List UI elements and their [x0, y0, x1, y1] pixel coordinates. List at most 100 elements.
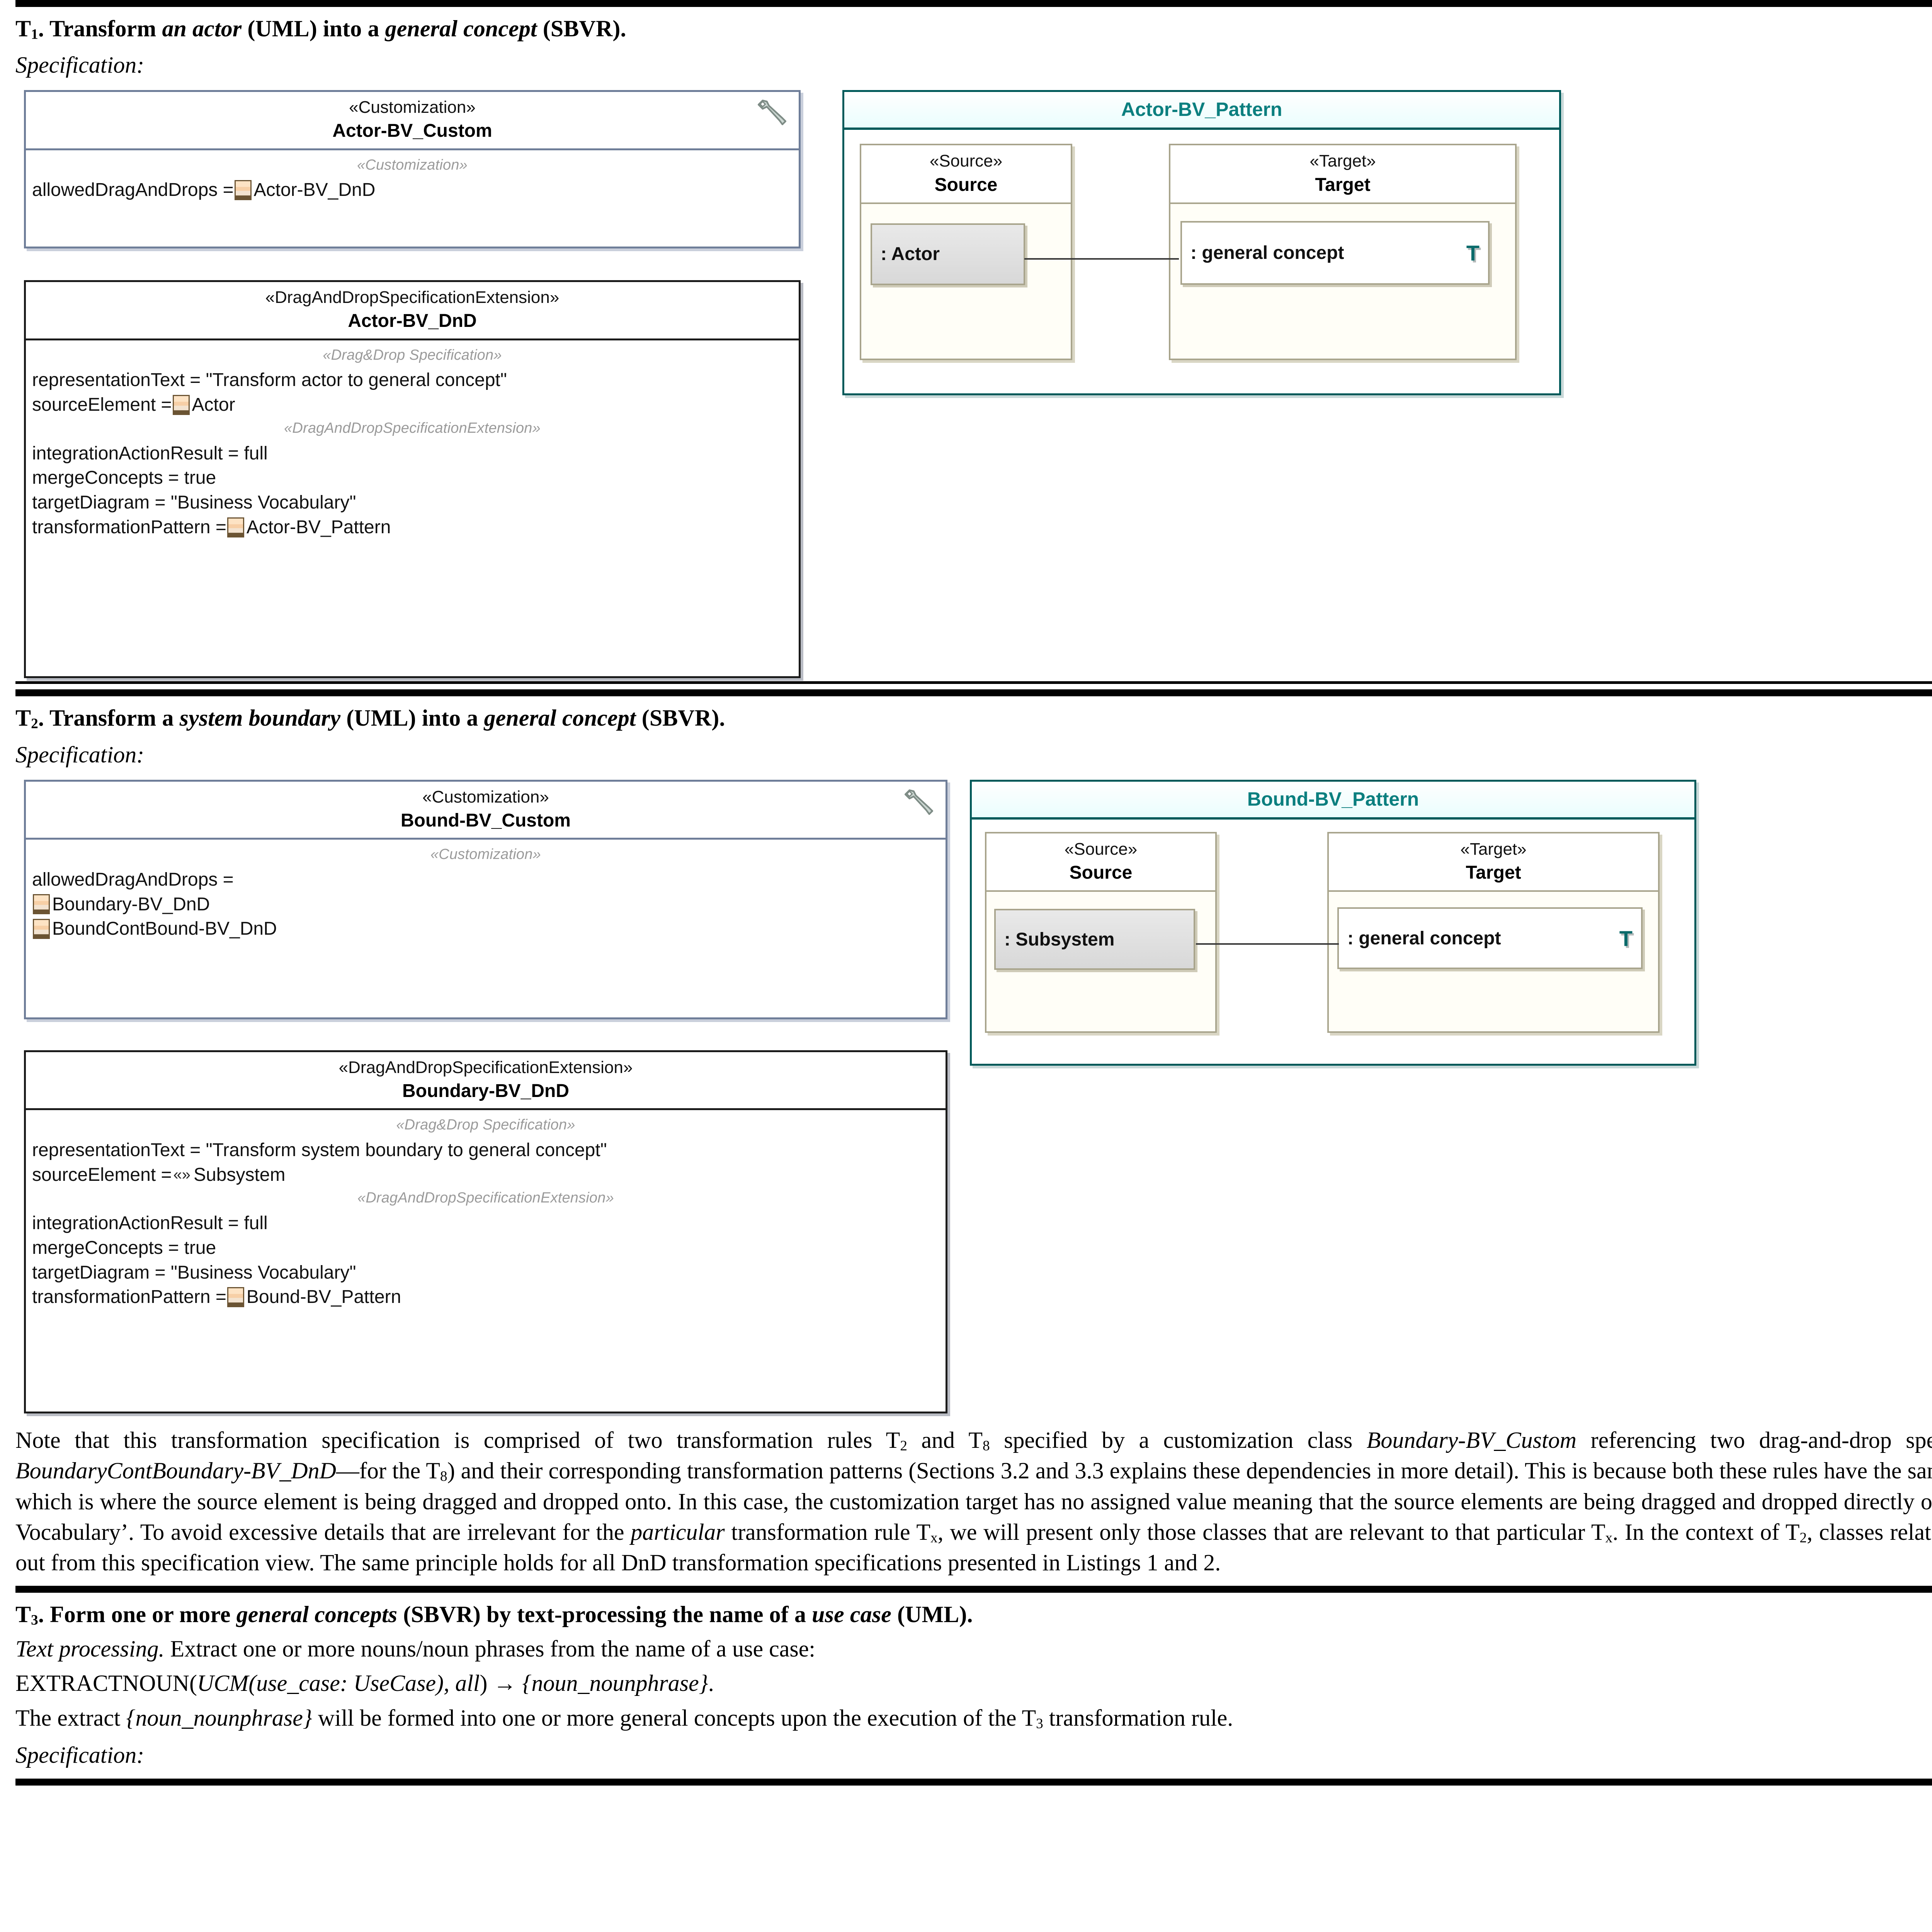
instance-target[interactable]: : general concept T: [1337, 907, 1643, 969]
stereotype-guillemets-icon: «»: [173, 1166, 191, 1183]
t2-specification-label: Specification:: [15, 742, 145, 767]
attribute-value-row-1: Boundary-BV_DnD: [32, 892, 939, 917]
pattern-actor-bv-pattern[interactable]: Actor-BV_Pattern «Source» Source : Actor: [842, 90, 1561, 396]
attribute-label: transformationPattern =: [32, 1287, 226, 1308]
note-italic-6: particular: [631, 1519, 725, 1545]
instance-label: : Actor: [881, 244, 940, 265]
note-seg-4: referencing two drag-and-drop specificat…: [1590, 1427, 1932, 1453]
general-concept-t-icon: T: [1466, 240, 1480, 265]
pattern-bound-bv-pattern[interactable]: Bound-BV_Pattern «Source» Source : Subsy…: [970, 779, 1696, 1066]
note-italic-1: Boundary-BV_Custom: [1366, 1427, 1577, 1453]
t1-diagram-area: «Customization» Actor-BV_Custom «Customi…: [15, 90, 1932, 681]
note-seg-14: , classes related to T: [1806, 1519, 1932, 1545]
note-italic-3: BoundaryContBoundary-BV_DnD: [15, 1458, 336, 1484]
part-body: : Subsystem: [986, 892, 1215, 1090]
t3-specification-label: Specification:: [15, 1742, 145, 1768]
attribute-transformationpattern: transformationPattern = Bound-BV_Pattern: [32, 1285, 939, 1310]
attribute-integrationactionresult: integrationActionResult = full: [32, 1213, 268, 1233]
note-seg-2: and T: [907, 1427, 983, 1453]
class-actor-bv-custom[interactable]: «Customization» Actor-BV_Custom «Customi…: [24, 90, 801, 249]
bottom-rule: [15, 1778, 1932, 1786]
t3-formula-c: .: [708, 1670, 714, 1696]
part-name: Target: [1315, 174, 1371, 195]
part-source[interactable]: «Source» Source : Subsystem: [985, 832, 1217, 1033]
note-sub-6: x: [1605, 1530, 1613, 1546]
class-icon: [33, 894, 50, 915]
note-sub-2: 8: [983, 1438, 990, 1454]
stereotype-label: «DragAndDropSpecificationExtension»: [338, 1058, 633, 1077]
attribute-label: sourceElement =: [32, 395, 172, 415]
t1-text-b: (UML) into a: [242, 16, 385, 41]
class-name: Bound-BV_Custom: [401, 810, 571, 831]
class-actor-bv-dnd[interactable]: «DragAndDropSpecificationExtension» Acto…: [24, 280, 801, 679]
part-source[interactable]: «Source» Source : Actor: [860, 144, 1072, 361]
t3-formula-b: ) →: [480, 1670, 522, 1696]
t3-text-c: (UML).: [891, 1602, 973, 1628]
class-attributes: «Customization» allowedDragAndDrops = Ac…: [26, 150, 799, 209]
attribute-targetdiagram: targetDiagram = "Business Vocabulary": [32, 492, 356, 513]
attribute-value-row-2: BoundContBound-BV_DnD: [32, 917, 939, 941]
class-header: «Customization» Bound-BV_Custom: [26, 782, 946, 840]
part-target[interactable]: «Target» Target : general concept T: [1169, 144, 1517, 361]
part-stereotype: «Source»: [1064, 839, 1138, 859]
section-rule-1-bottom: [15, 689, 1932, 697]
part-stereotype: «Target»: [1310, 151, 1376, 171]
t3-formula-line: EXTRACTNOUN(UCM(use_case: UseCase), all)…: [15, 1668, 1932, 1699]
attribute-group-label: «Customization»: [357, 156, 468, 173]
instance-label: : general concept: [1190, 242, 1344, 263]
instance-target[interactable]: : general concept T: [1180, 221, 1490, 285]
t3-textproc-label: Text processing.: [15, 1636, 165, 1662]
instance-source[interactable]: : Subsystem: [994, 909, 1195, 970]
note-seg-11: transformation rule T: [724, 1519, 931, 1545]
attribute-label: transformationPattern =: [32, 517, 226, 538]
part-stereotype: «Target»: [1460, 839, 1527, 859]
note-sub-1: 2: [900, 1438, 907, 1454]
part-body: : general concept T: [1170, 204, 1515, 417]
instance-source[interactable]: : Actor: [871, 223, 1025, 285]
attribute-group-label-1: «Drag&Drop Specification»: [323, 347, 502, 363]
note-seg-9: , i.e., the target element, which is whe…: [15, 1488, 1932, 1514]
attribute-mergeconcepts: mergeConcepts = true: [32, 1237, 216, 1258]
heading-t2: T2. Transform a system boundary (UML) in…: [15, 703, 1932, 733]
t3-textprocessing-line: Text processing. Extract one or more nou…: [15, 1634, 1932, 1665]
attribute-representationtext: representationText = "Transform system b…: [32, 1139, 607, 1160]
class-boundary-bv-dnd[interactable]: «DragAndDropSpecificationExtension» Boun…: [24, 1050, 947, 1413]
note-seg-3: specified by a customization class: [990, 1427, 1367, 1453]
note-seg-12: , we will present only those classes tha…: [937, 1519, 1605, 1545]
t3-extract-b: will be formed into one or more general …: [312, 1705, 1036, 1731]
t2-italic-2: general concept: [484, 705, 636, 731]
attribute-sourceelement: sourceElement = Actor: [32, 393, 793, 417]
attribute-targetdiagram: targetDiagram = "Business Vocabulary": [32, 1262, 356, 1283]
note-seg-10: , which is equal to ‘Business Vocabulary…: [15, 1519, 624, 1545]
class-icon: [234, 180, 252, 201]
attribute-group-label-2: «DragAndDropSpecificationExtension»: [357, 1190, 614, 1206]
t2-prefix: T: [15, 705, 31, 731]
class-name: Boundary-BV_DnD: [402, 1080, 570, 1101]
class-header: «DragAndDropSpecificationExtension» Acto…: [26, 282, 799, 340]
wrench-icon: [904, 789, 934, 815]
class-bound-bv-custom[interactable]: «Customization» Bound-BV_Custom «Customi…: [24, 779, 947, 1019]
t1-subscript: 1: [31, 26, 38, 43]
part-target[interactable]: «Target» Target : general concept T: [1327, 832, 1660, 1033]
pattern-body: «Source» Source : Subsystem «Target» Tar…: [972, 820, 1694, 1085]
class-header: «Customization» Actor-BV_Custom: [26, 92, 799, 150]
heading-t1: T1. Transform an actor (UML) into a gene…: [15, 14, 1932, 44]
t1-italic-1: an actor: [162, 16, 242, 41]
attribute-transformationpattern: transformationPattern = Actor-BV_Pattern: [32, 515, 793, 540]
attribute-group-label: «Customization»: [430, 846, 541, 863]
note-sub-7: 2: [1799, 1530, 1807, 1546]
part-body: : general concept T: [1329, 892, 1658, 1090]
class-icon: [172, 395, 190, 415]
note-seg-7: —for the T: [336, 1458, 440, 1484]
class-attributes: «Drag&Drop Specification» representation…: [26, 1110, 946, 1316]
t3-extract-line: The extract {noun_nounphrase} will be fo…: [15, 1703, 1932, 1734]
t3-italic-1: general concepts: [236, 1602, 398, 1628]
association-link: [1196, 943, 1339, 945]
attribute-integrationactionresult: integrationActionResult = full: [32, 443, 268, 464]
class-attributes: «Drag&Drop Specification» representation…: [26, 340, 799, 547]
attribute-sourceelement: sourceElement = «»Subsystem: [32, 1163, 939, 1187]
pattern-body: «Source» Source : Actor «Target» Target: [844, 130, 1559, 415]
association-link: [1024, 258, 1179, 260]
attribute-representationtext: representationText = "Transform actor to…: [32, 370, 507, 391]
